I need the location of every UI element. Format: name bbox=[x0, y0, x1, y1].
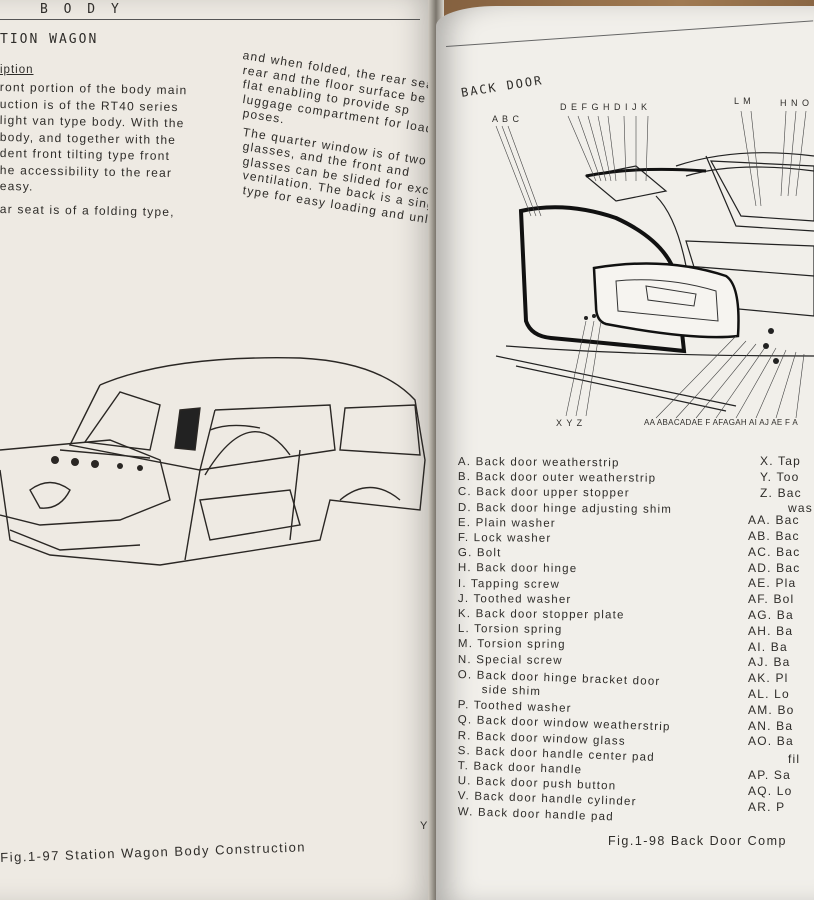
section-title: TION WAGON bbox=[0, 32, 99, 47]
part-list-item: AF. Bol bbox=[748, 592, 795, 607]
part-list-item: E. Plain washer bbox=[457, 516, 556, 530]
figure-title: BACK DOOR bbox=[460, 73, 545, 100]
body-text-line: easy. bbox=[0, 179, 34, 194]
body-text-line: body, and together with the bbox=[0, 129, 177, 147]
body-text-line: ar seat is of a folding type, bbox=[0, 201, 175, 219]
part-list-item: AH. Ba bbox=[748, 623, 794, 638]
part-list-item: P. Toothed washer bbox=[457, 699, 572, 716]
part-list-item: B. Back door outer weatherstrip bbox=[457, 471, 657, 485]
part-list-item: J. Toothed washer bbox=[457, 592, 572, 606]
header-rule-right bbox=[446, 20, 814, 47]
part-list-item: Y. Too bbox=[760, 469, 800, 484]
callouts-top-left: A B C bbox=[492, 114, 521, 124]
part-list-item: AJ. Ba bbox=[748, 655, 791, 670]
station-wagon-illustration bbox=[0, 357, 426, 566]
part-list-item: W. Back door handle pad bbox=[457, 805, 615, 824]
body-text-line: light van type body. With the bbox=[0, 113, 185, 131]
right-page: BACK DOOR A B C D E F G H D I J K L M H … bbox=[436, 6, 814, 900]
part-list-item: C. Back door upper stopper bbox=[457, 486, 630, 500]
part-list-item: AO. Ba bbox=[748, 734, 794, 749]
callouts-top-far: H N O bbox=[780, 98, 811, 108]
part-list-item: AB. Bac bbox=[748, 529, 800, 543]
page-header: B O D Y bbox=[40, 2, 123, 17]
part-list-item: AD. Bac bbox=[748, 560, 801, 575]
back-door-exploded-diagram bbox=[495, 110, 814, 419]
part-list-item: AC. Bac bbox=[748, 544, 801, 559]
part-list-item: X. Tap bbox=[760, 454, 802, 468]
part-list-item: I. Tapping screw bbox=[457, 577, 561, 591]
figure-caption-right: Fig.1-98 Back Door Comp bbox=[608, 834, 788, 848]
part-list-item: Z. Bac bbox=[760, 485, 802, 500]
body-text-line: ront portion of the body main bbox=[0, 80, 188, 98]
left-page: B O D Y TION WAGON iption ront portion o… bbox=[0, 0, 454, 900]
part-list-item: AK. Pl bbox=[748, 671, 789, 686]
part-list-item: D. Back door hinge adjusting shim bbox=[457, 501, 673, 516]
part-list-item: M. Torsion spring bbox=[457, 638, 566, 652]
callouts-bottom-left: X Y Z bbox=[556, 418, 584, 428]
part-list-item: AE. Pla bbox=[748, 576, 797, 591]
part-list-item: AM. Bo bbox=[748, 702, 795, 717]
part-list-item: N. Special screw bbox=[457, 653, 563, 667]
part-list-item: AN. Ba bbox=[748, 718, 794, 733]
part-list-item: V. Back door handle cylinder bbox=[457, 790, 637, 809]
part-list-item: G. Bolt bbox=[457, 547, 502, 560]
part-list-item: F. Lock washer bbox=[457, 532, 552, 545]
part-list-item: side shim bbox=[481, 684, 542, 699]
part-list-item: L. Torsion spring bbox=[457, 623, 563, 637]
part-list-item: AR. P bbox=[748, 799, 786, 814]
part-list-item: fil bbox=[788, 752, 801, 767]
part-list-item: AI. Ba bbox=[748, 639, 788, 654]
callouts-top-right: L M bbox=[734, 96, 752, 106]
figure-caption-left: Fig.1-97 Station Wagon Body Construction bbox=[0, 839, 307, 865]
callouts-bottom-right: AA ABACADAE F AFAGAH AI AJ AE F A bbox=[644, 418, 798, 427]
part-list-item: was bbox=[788, 501, 813, 516]
body-text-line: uction is of the RT40 series bbox=[0, 96, 179, 114]
header-rule bbox=[0, 19, 420, 20]
callouts-top-mid: D E F G H D I J K bbox=[560, 102, 649, 112]
body-text-line: dent front tilting type front bbox=[0, 146, 171, 163]
part-list-item: A. Back door weatherstrip bbox=[457, 456, 620, 470]
part-list-item: H. Back door hinge bbox=[457, 562, 578, 576]
part-list-item: AG. Ba bbox=[748, 608, 794, 622]
part-list-item: AL. Lo bbox=[748, 687, 790, 701]
part-list-item: T. Back door handle bbox=[457, 760, 583, 777]
part-list-item: AP. Sa bbox=[748, 768, 792, 782]
part-list-item: AQ. Lo bbox=[748, 783, 793, 798]
body-text-line: he accessibility to the rear bbox=[0, 162, 173, 180]
part-list-item: R. Back door window glass bbox=[457, 729, 626, 748]
part-list-item: K. Back door stopper plate bbox=[457, 608, 625, 622]
subsection-title: iption bbox=[0, 64, 34, 76]
part-list-item: AA. Bac bbox=[748, 513, 800, 528]
